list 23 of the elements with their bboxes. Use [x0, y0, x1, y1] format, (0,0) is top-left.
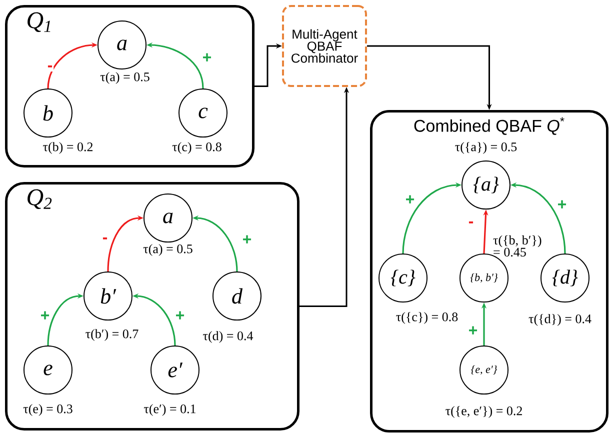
strength-label: τ(d) = 0.4: [203, 331, 254, 343]
strength-label: τ({a}) = 0.5: [455, 142, 517, 154]
strength-label: τ(b′) = 0.7: [86, 329, 138, 341]
strength-label: τ({c}) = 0.8: [396, 312, 458, 324]
strength-label: τ(a) = 0.5: [100, 72, 150, 84]
edge-label: +: [203, 53, 212, 62]
edge-label: +: [41, 311, 50, 320]
edge-label: -: [102, 237, 108, 240]
edge-label: -: [468, 221, 474, 224]
edge-label: +: [406, 195, 414, 204]
edge-label: +: [469, 326, 478, 334]
edge-label: +: [558, 200, 566, 208]
strength-label: τ(a) = 0.5: [143, 244, 192, 256]
strength-label: τ({d}) = 0.4: [528, 314, 592, 326]
strength-label: τ({e, e′}) = 0.2: [446, 406, 522, 418]
strength-label: τ(e) = 0.3: [23, 404, 72, 416]
strength-label: τ(b) = 0.2: [43, 142, 93, 154]
strength-label: τ(e′) = 0.1: [144, 404, 196, 416]
combinator-box: Multi-Agent QBAF Combinator: [282, 5, 367, 87]
edge-label: +: [243, 235, 252, 244]
strength-label: τ(c) = 0.8: [172, 142, 222, 154]
edge-label: -: [48, 65, 52, 68]
edge-label: +: [176, 311, 184, 320]
